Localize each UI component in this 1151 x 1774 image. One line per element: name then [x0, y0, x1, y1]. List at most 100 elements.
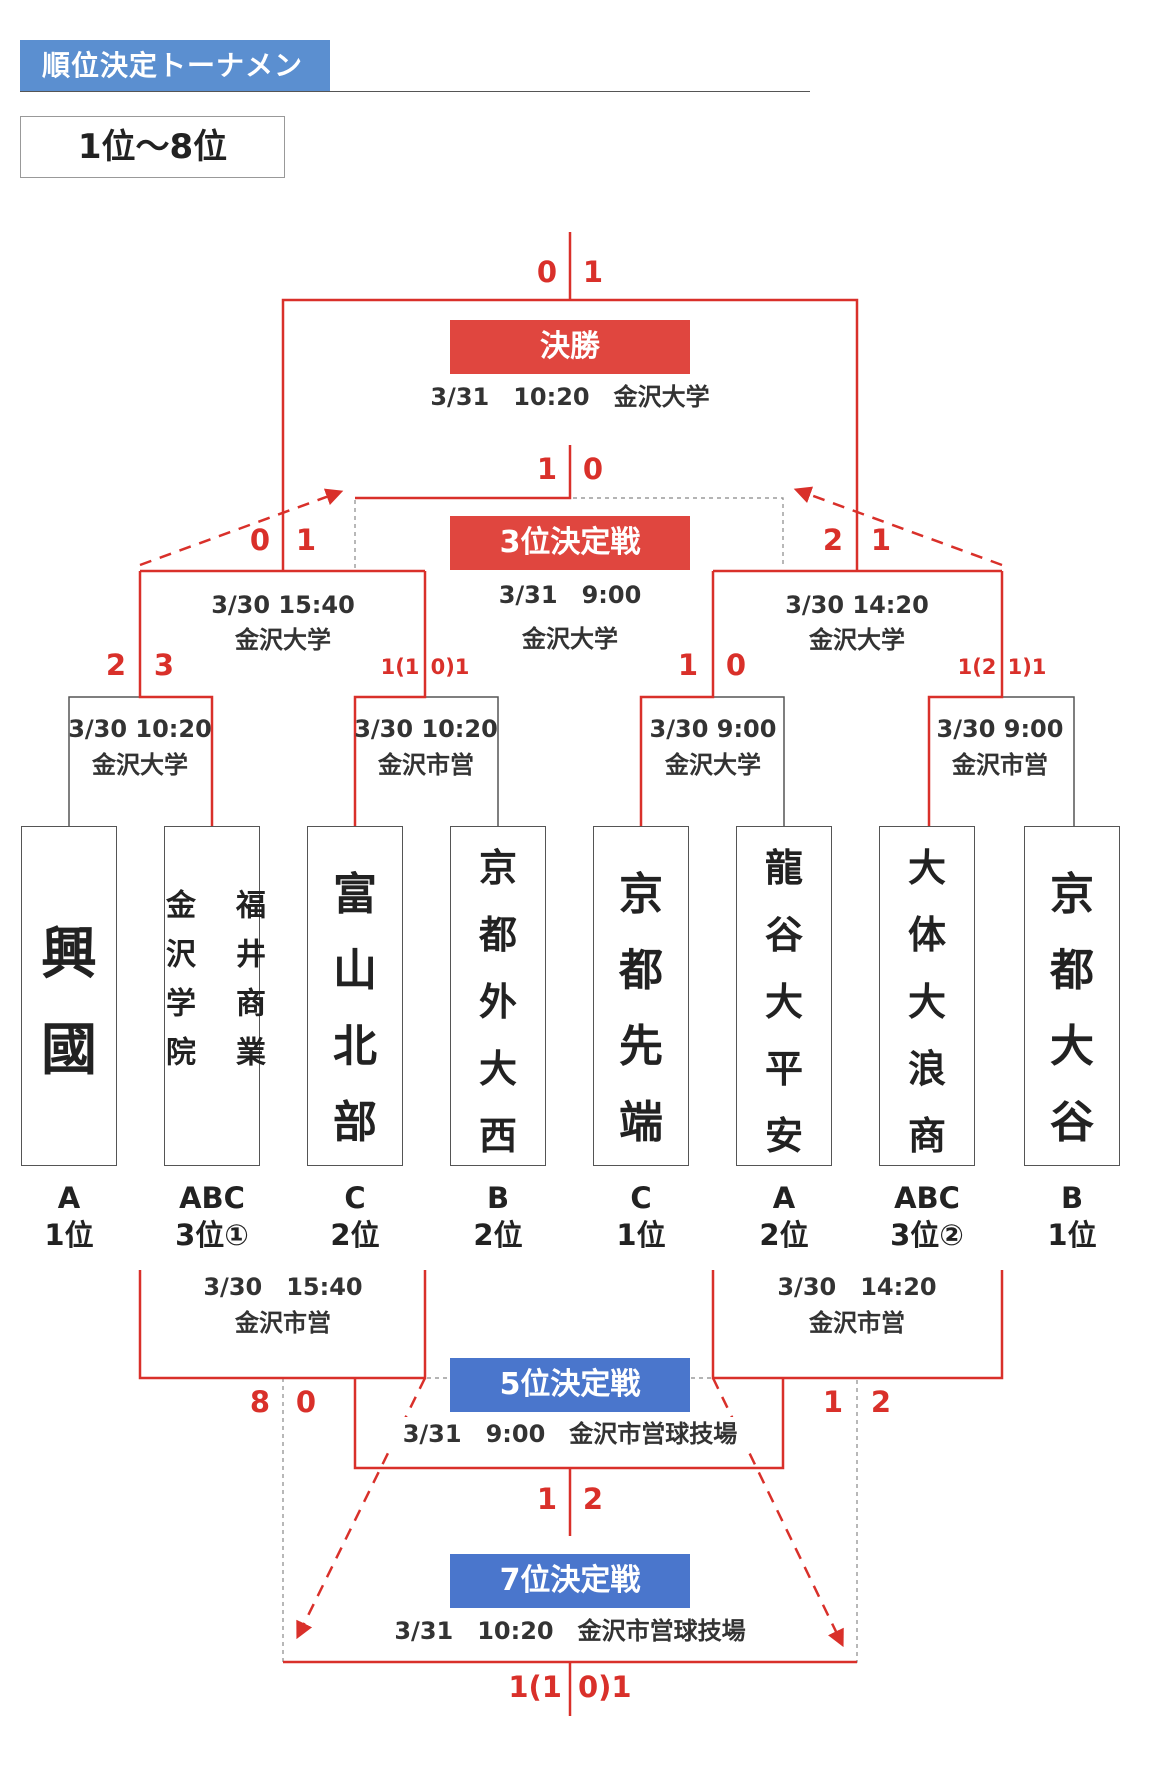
seventh-badge: 7位決定戦: [450, 1554, 690, 1608]
semi-right-score-right: 1: [870, 523, 892, 557]
team-3-group: C: [344, 1181, 366, 1215]
team-2-group: ABC: [179, 1181, 245, 1215]
team-4-group: B: [486, 1181, 510, 1215]
qf4-date: 3/30 9:00: [936, 715, 1064, 743]
team-8-group: B: [1060, 1181, 1084, 1215]
team-2-rank: 3位①: [175, 1218, 249, 1252]
semi-left-date: 3/30 15:40: [211, 591, 355, 619]
third-place-line: [355, 445, 572, 500]
cons-right-line: [711, 1270, 1004, 1380]
team-5-group: C: [630, 1181, 652, 1215]
qf2-loser-line: [425, 696, 499, 826]
team-7-char-5: 商: [907, 1114, 946, 1158]
team-8-char-4: 谷: [1050, 1097, 1094, 1148]
team-4-char-2: 都: [478, 913, 517, 957]
team-4-char-3: 外: [478, 980, 517, 1024]
team-6-char-1: 龍: [764, 846, 803, 890]
qf1-venue: 金沢大学: [92, 751, 188, 779]
team-2-line-2: 福井商業: [230, 889, 265, 1085]
qf4-winner-line: [927, 571, 1004, 826]
team-name-4: 京 都 外 大 西: [451, 835, 545, 1170]
semi-left-venue: 金沢大学: [235, 626, 331, 654]
team-name-1: 興 國: [22, 907, 116, 1099]
team-4-char-4: 大: [478, 1047, 517, 1091]
semi-right-score-left: 2: [822, 523, 844, 557]
team-7-char-1: 大: [907, 846, 946, 890]
team-1-rank: 1位: [44, 1218, 94, 1252]
semi-right-up-line: [570, 298, 859, 571]
team-7-char-4: 浪: [907, 1047, 946, 1091]
cons-left-score-right: 0: [295, 1385, 317, 1419]
qf1-score-left: 2: [105, 648, 127, 682]
team-5-rank: 1位: [616, 1218, 666, 1252]
qf4-score-right: 1)1: [1007, 655, 1047, 679]
team-2-line-1: 金沢学院: [160, 889, 195, 1085]
team-box-7: 大 体 大 浪 商: [879, 826, 975, 1166]
team-6-char-5: 安: [764, 1114, 803, 1158]
qf2-venue: 金沢市営: [378, 751, 474, 779]
range-label: 1位～8位: [20, 116, 285, 178]
team-name-7: 大 体 大 浪 商: [880, 835, 974, 1170]
team-box-5: 京 都 先 端: [593, 826, 689, 1166]
team-8-char-1: 京: [1050, 869, 1094, 920]
fifth-score-left: 1: [536, 1482, 558, 1516]
cons-right-venue: 金沢市営: [809, 1309, 905, 1337]
section-title: 順位決定トーナメント: [20, 40, 330, 134]
third-badge: 3位決定戦: [450, 516, 690, 570]
qf2-score-left: 1(1: [380, 655, 420, 679]
final-score-left: 0: [536, 255, 558, 289]
qf3-loser-line: [713, 696, 785, 826]
qf1-date: 3/30 10:20: [68, 715, 212, 743]
final-score-right: 1: [582, 255, 604, 289]
team-8-char-2: 都: [1050, 945, 1094, 996]
final-info: 3/31 10:20 金沢大学: [430, 383, 710, 411]
team-8-char-3: 大: [1050, 1021, 1094, 1072]
cons-left-date: 3/30 15:40: [203, 1273, 363, 1301]
team-5-char-3: 先: [619, 1021, 663, 1072]
semi-right-date: 3/30 14:20: [785, 591, 929, 619]
team-4-char-5: 西: [478, 1114, 517, 1158]
fifth-score-right: 2: [582, 1482, 604, 1516]
team-box-2: 金沢学院 福井商業: [160, 826, 265, 1166]
cons-right-score-left: 1: [822, 1385, 844, 1419]
final-badge: 決勝: [450, 320, 690, 374]
team-3-rank: 2位: [330, 1218, 380, 1252]
qf1-winner-line: [138, 571, 214, 826]
semi-left-up-line: [281, 298, 570, 571]
team-6-rank: 2位: [759, 1218, 809, 1252]
cons-left-line: [138, 1270, 427, 1380]
team-3-char-1: 富: [333, 869, 377, 920]
qf2-score-right: 0)1: [430, 655, 470, 679]
team-name-6: 龍 谷 大 平 安: [737, 835, 831, 1170]
team-box-3: 富 山 北 部: [307, 826, 403, 1166]
qf1-score-right: 3: [153, 648, 175, 682]
team-1-char-1: 興: [41, 922, 97, 987]
cons-right-score-right: 2: [870, 1385, 892, 1419]
third-score-right: 0: [582, 452, 604, 486]
team-5-char-2: 都: [619, 945, 663, 996]
qf1-loser-line: [68, 696, 140, 826]
qf3-venue: 金沢大学: [665, 751, 761, 779]
team-6-group: A: [772, 1181, 796, 1215]
team-1-char-2: 國: [41, 1018, 97, 1083]
team-box-1: 興 國: [21, 826, 117, 1166]
team-7-char-2: 体: [907, 913, 946, 957]
qf4-venue: 金沢市営: [952, 751, 1048, 779]
fifth-info: 3/31 9:00 金沢市営球技場: [370, 1417, 770, 1452]
seventh-score-right: 0)1: [578, 1670, 632, 1704]
team-box-4: 京 都 外 大 西: [450, 826, 546, 1166]
team-5-char-1: 京: [619, 869, 663, 920]
qf3-score-left: 1: [677, 648, 699, 682]
qf3-score-right: 0: [725, 648, 747, 682]
team-name-2: 金沢学院 福井商業: [160, 889, 265, 1085]
team-box-6: 龍 谷 大 平 安: [736, 826, 832, 1166]
qf2-winner-line: [353, 571, 427, 826]
semi-left-loser-arrow: [139, 488, 344, 567]
